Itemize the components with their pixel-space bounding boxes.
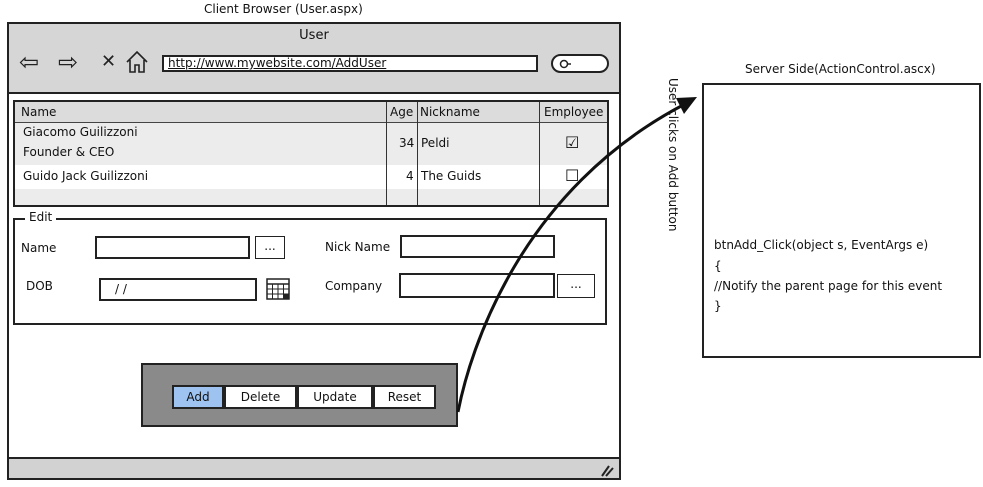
- employee-checkbox[interactable]: ☑: [565, 133, 580, 152]
- row-age: 34: [399, 136, 415, 150]
- row-name: Giacomo Guilizzoni: [23, 125, 138, 139]
- dob-field[interactable]: / /: [99, 278, 257, 301]
- annotation-text: User clicks on Add button: [666, 78, 680, 232]
- table-row[interactable]: Guido Jack Guilizzoni 4 The Guids ☐: [15, 165, 607, 189]
- status-bar: [9, 457, 619, 478]
- client-browser-caption: Client Browser (User.aspx): [204, 2, 363, 16]
- dob-value: / /: [115, 282, 127, 296]
- edit-fieldset: Edit Name ... Nick Name DOB / / Company …: [13, 210, 607, 325]
- column-divider: [539, 102, 540, 205]
- row-name: Guido Jack Guilizzoni: [23, 169, 149, 183]
- action-button-bar: Add Delete Update Reset: [141, 363, 458, 427]
- column-divider: [417, 102, 418, 205]
- empty-row: [15, 189, 607, 205]
- header-employee[interactable]: Employee: [544, 105, 604, 119]
- code-line: btnAdd_Click(object s, EventArgs e): [714, 238, 929, 252]
- back-arrow-icon[interactable]: ⇦: [19, 48, 40, 76]
- add-button[interactable]: Add: [172, 385, 224, 409]
- calendar-icon[interactable]: [266, 278, 292, 306]
- header-age[interactable]: Age: [390, 105, 414, 119]
- row-age: 4: [406, 169, 414, 183]
- row-nickname: Peldi: [421, 136, 450, 150]
- window-title: User: [299, 28, 329, 43]
- search-icon: [559, 58, 573, 72]
- user-grid: Name Age Nickname Employee Giacomo Guili…: [13, 100, 609, 207]
- employee-checkbox[interactable]: ☐: [565, 166, 580, 185]
- grid-header: Name Age Nickname Employee: [15, 102, 607, 123]
- row-nickname: The Guids: [421, 169, 482, 183]
- reset-button[interactable]: Reset: [373, 385, 436, 409]
- company-label: Company: [325, 279, 383, 293]
- name-browse-button[interactable]: ...: [255, 236, 285, 259]
- name-field[interactable]: [95, 236, 250, 259]
- update-button[interactable]: Update: [297, 385, 373, 409]
- home-icon[interactable]: [124, 49, 150, 79]
- search-box[interactable]: [551, 54, 609, 73]
- row-title: Founder & CEO: [23, 145, 115, 159]
- server-side-box: btnAdd_Click(object s, EventArgs e) { //…: [702, 83, 981, 358]
- close-icon[interactable]: ✕: [101, 51, 117, 72]
- code-line: {: [714, 259, 722, 273]
- nickname-label: Nick Name: [325, 240, 391, 254]
- delete-button[interactable]: Delete: [224, 385, 297, 409]
- browser-window: User ⇦ ⇨ ✕ http://www.mywebsite.com/AddU…: [7, 22, 621, 480]
- code-line: }: [714, 299, 722, 313]
- column-divider: [386, 102, 387, 205]
- resize-grip-icon[interactable]: [600, 462, 614, 481]
- forward-arrow-icon[interactable]: ⇨: [58, 48, 79, 76]
- name-label: Name: [21, 241, 57, 255]
- edit-legend: Edit: [25, 210, 57, 224]
- server-side-caption: Server Side(ActionControl.ascx): [745, 62, 936, 76]
- header-nickname[interactable]: Nickname: [420, 105, 480, 119]
- browser-titlebar: User ⇦ ⇨ ✕ http://www.mywebsite.com/AddU…: [9, 24, 619, 94]
- table-row[interactable]: Giacomo Guilizzoni Founder & CEO 34 Peld…: [15, 123, 607, 165]
- company-field[interactable]: [399, 273, 555, 298]
- address-bar[interactable]: http://www.mywebsite.com/AddUser: [162, 55, 538, 72]
- header-name[interactable]: Name: [21, 105, 57, 119]
- nickname-field[interactable]: [400, 235, 555, 258]
- code-line: //Notify the parent page for this event: [714, 279, 943, 293]
- company-browse-button[interactable]: ...: [557, 274, 595, 298]
- dob-label: DOB: [26, 279, 53, 293]
